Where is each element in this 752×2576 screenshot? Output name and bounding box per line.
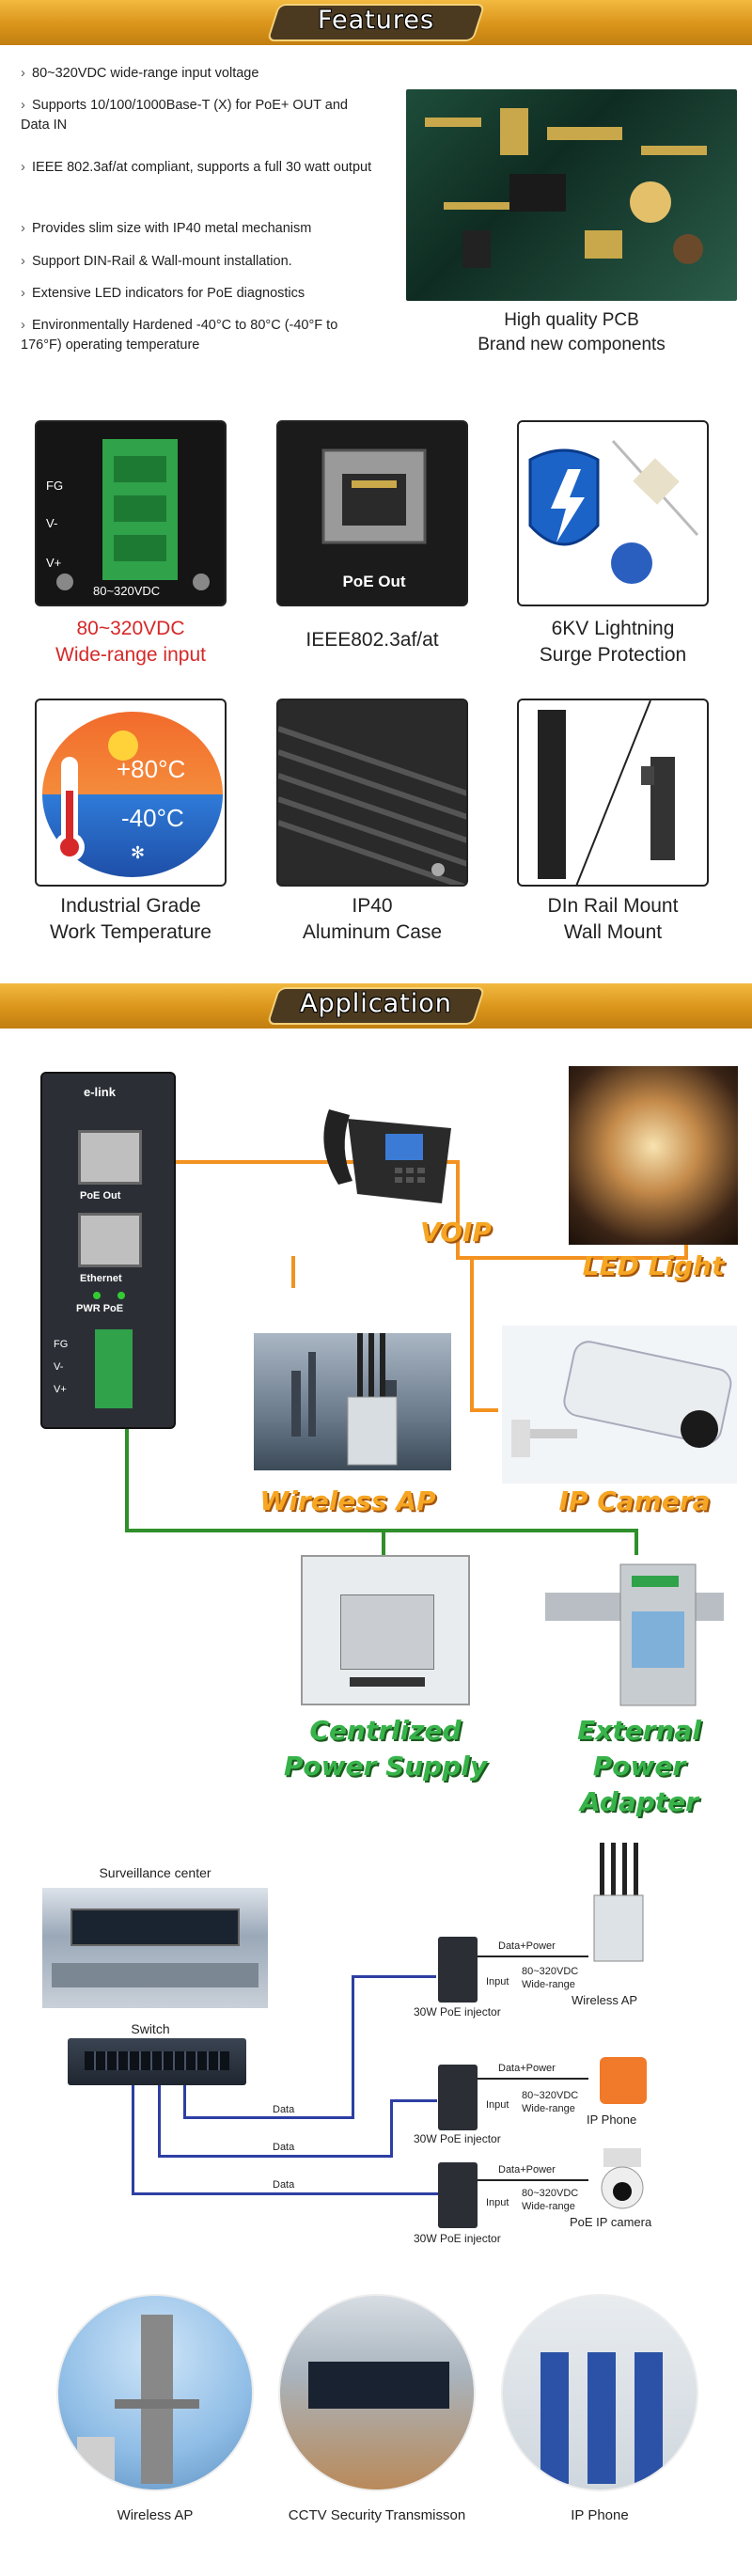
led-label: LED Light xyxy=(582,1250,725,1281)
surveillance-center-image xyxy=(42,1888,268,2008)
din-rail-photo xyxy=(517,699,709,887)
voip-phone-image xyxy=(310,1091,461,1222)
aluminum-case-photo xyxy=(276,699,468,887)
green-wire xyxy=(125,1429,129,1532)
hot-temp: +80°C xyxy=(117,755,186,783)
feature-item: ›IEEE 802.3af/at compliant, supports a f… xyxy=(21,160,372,175)
ip-camera-image xyxy=(502,1326,737,1484)
feature-item: ›Provides slim size with IP40 metal mech… xyxy=(21,221,312,236)
wireless-ap-circle xyxy=(56,2294,254,2491)
ip-phone-image xyxy=(600,2057,647,2104)
brand-label: e-link xyxy=(84,1085,116,1099)
poe-port-photo: PoE Out xyxy=(276,420,468,606)
external-adapter-image xyxy=(545,1555,724,1715)
cold-temp: -40°C xyxy=(121,804,184,832)
features-title: Features xyxy=(317,6,435,35)
application-banner: Application xyxy=(0,983,752,1029)
bottom-label-2: CCTV Security Transmisson xyxy=(288,2507,466,2523)
injector-2 xyxy=(438,2065,478,2130)
wireless-ap-label: Wireless AP xyxy=(259,1485,436,1516)
range-label: 80~320VDC xyxy=(93,584,161,598)
data-line xyxy=(183,2085,186,2118)
fg-label: FG xyxy=(46,479,64,493)
temperature-photo: ✻ +80°C -40°C xyxy=(35,699,227,887)
orange-wire xyxy=(176,1160,460,1164)
switch-image xyxy=(68,2038,246,2085)
pcb-photo xyxy=(406,89,737,301)
wireless-ap-image xyxy=(254,1333,451,1470)
injector-1 xyxy=(438,1937,478,2003)
led-light-image xyxy=(569,1066,738,1245)
poe-out-label: PoE Out xyxy=(342,573,406,590)
svg-text:✻: ✻ xyxy=(131,843,145,862)
bottom-label-3: IP Phone xyxy=(571,2507,629,2523)
poe-injector-device: e-link PoE Out Ethernet PWR PoE FG V- V+ xyxy=(40,1072,176,1429)
vplus-label: V+ xyxy=(46,556,62,570)
voip-label: VOIP xyxy=(420,1217,492,1248)
feature-item: ›80~320VDC wide-range input voltage xyxy=(21,66,259,81)
terminal-block-photo: FG V- V+ 80~320VDC xyxy=(35,420,227,606)
injector-3 xyxy=(438,2162,478,2228)
wap-device-image xyxy=(588,1843,649,1965)
poe-camera-image xyxy=(594,2148,650,2214)
features-banner: Features xyxy=(0,0,752,45)
tile-2-caption: IEEE802.3af/at xyxy=(306,629,439,651)
central-psu-image xyxy=(301,1555,470,1705)
ip-camera-label: IP Camera xyxy=(558,1485,711,1516)
vminus-label: V- xyxy=(46,516,58,530)
application-title: Application xyxy=(300,989,452,1018)
ip-phone-circle xyxy=(501,2294,698,2491)
feature-item: ›Environmentally Hardened -40°C to 80°C … xyxy=(21,318,338,353)
feature-item: ›Support DIN-Rail & Wall-mount installat… xyxy=(21,254,292,269)
bottom-label-1: Wireless AP xyxy=(117,2507,194,2523)
feature-item: ›Supports 10/100/1000Base-T (X) for PoE+… xyxy=(21,98,348,133)
cctv-circle xyxy=(278,2294,476,2491)
surveillance-label: Surveillance center xyxy=(99,1865,212,1880)
switch-label: Switch xyxy=(131,2021,170,2036)
surge-protection-photo xyxy=(517,420,709,606)
feature-item: ›Extensive LED indicators for PoE diagno… xyxy=(21,286,306,301)
